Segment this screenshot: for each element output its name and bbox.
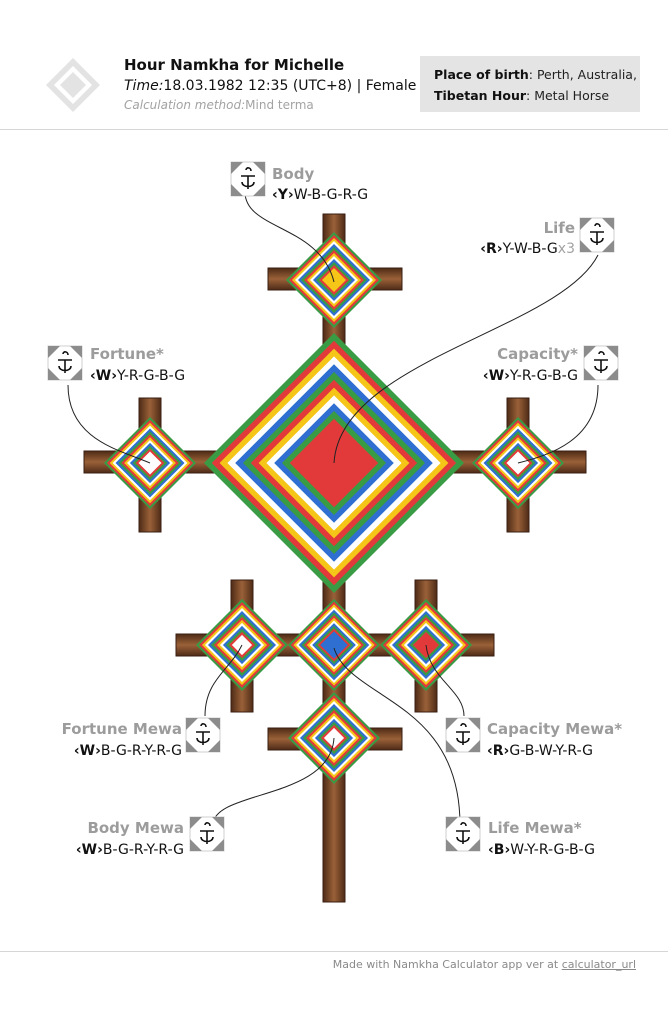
body-syllable-icon [230,161,266,197]
fortune-label-code: ‹W›Y-R-G-B-G [90,368,185,384]
tibetan-hour-line: Tibetan Hour: Metal Horse [434,85,640,106]
fortune-mewa-label-code: ‹W›B-G-R-Y-R-G [74,743,182,759]
body-mewa-leader [212,737,335,826]
life-mewa-namkha-core [320,631,348,659]
fortune-label-name: Fortune* [90,345,164,363]
header-divider [0,129,668,130]
capacity-syllable-icon [583,345,619,381]
capacity-mewa-label-code: ‹R›G-B-W-Y-R-G [487,743,593,759]
place-value: : Perth, Australia, [528,67,637,82]
body-namkha [286,232,382,328]
body-mewa-label-name: Body Mewa [87,819,184,837]
fortune-mewa-label-name: Fortune Mewa [62,720,182,738]
body-leader [244,191,335,283]
body-label-name: Body [272,165,314,183]
life-mewa-label-code: ‹B›W-Y-R-G-B-G [488,842,595,858]
footer: Made with Namkha Calculator app ver at c… [333,958,636,971]
footer-text: Made with Namkha Calculator app ver at [332,958,562,971]
calculator-link[interactable]: calculator_url [561,958,636,971]
capacity-label-name: Capacity* [497,345,578,363]
capacity-label-code: ‹W›Y-R-G-B-G [483,368,578,384]
life-syllable-icon [579,217,615,253]
fortune-syllable-icon [47,345,83,381]
life-mewa-syllable-icon [445,816,481,852]
place-label: Place of birth [434,67,529,82]
life-mewa-leader [333,647,461,826]
method-label: Calculation method: [124,98,246,112]
time-label: Time: [124,78,164,94]
body-label-code: ‹Y›W-B-G-R-G [272,187,368,203]
body-mewa-label-code: ‹W›B-G-R-Y-R-G [76,842,184,858]
hour-value: : Metal Horse [526,88,610,103]
hour-label: Tibetan Hour [434,88,527,103]
body-mewa-syllable-icon [189,816,225,852]
life-label-code: ‹R›Y-W-B-Gx3 [480,241,575,257]
fortune-namkha [104,417,196,509]
life-label-name: Life [544,219,575,237]
fortune-leader [67,384,151,464]
method-value: Mind terma [245,98,314,112]
footer-divider [0,951,668,952]
capacity-mewa-syllable-icon [445,717,481,753]
fortune-mewa-syllable-icon [185,717,221,753]
birth-info-box: Place of birth: Perth, Australia, Tibeta… [420,56,640,112]
life-mewa-namkha [288,599,380,691]
time-line: Time:18.03.1982 12:35 (UTC+8) | Female [124,78,416,94]
header: Hour Namkha for Michelle Time:18.03.1982… [0,0,668,130]
life-leader [333,254,599,464]
capacity-mewa-leader [425,644,465,717]
life-mewa-label-name: Life Mewa* [488,819,582,837]
fortune-mewa-leader [204,644,243,717]
place-of-birth-line: Place of birth: Perth, Australia, [434,64,640,85]
page-title: Hour Namkha for Michelle [124,56,345,74]
capacity-mewa-label-name: Capacity Mewa* [487,720,622,738]
time-value: 18.03.1982 12:35 (UTC+8) | Female [163,78,417,94]
capacity-leader [517,384,599,464]
namkha-logo-icon [46,58,100,112]
body-namkha-core [322,268,346,292]
method-line: Calculation method:Mind terma [124,98,314,112]
